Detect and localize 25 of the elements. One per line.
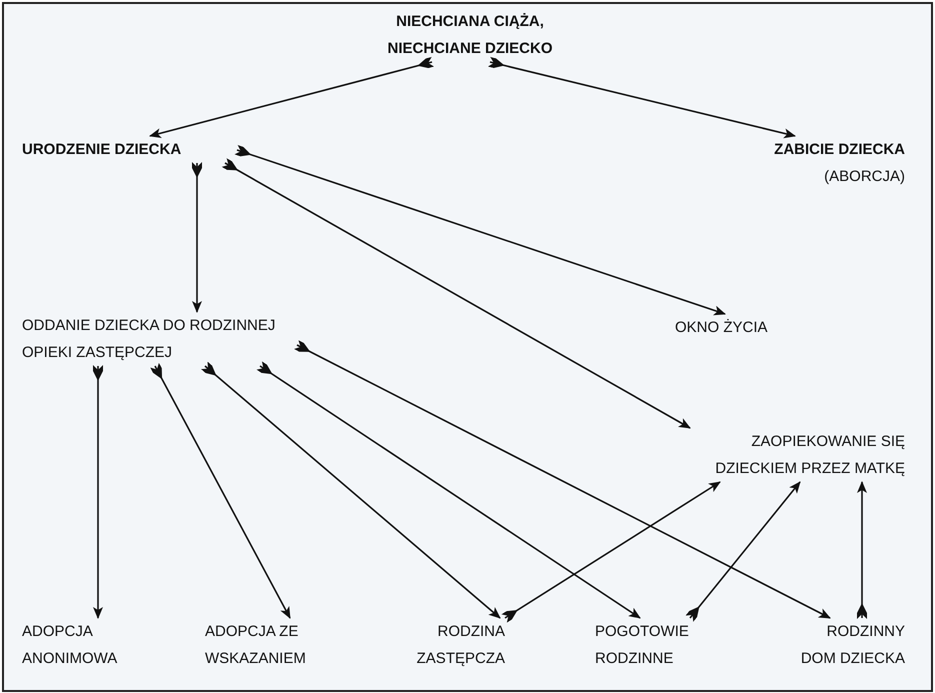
arrow bbox=[150, 362, 291, 619]
node-title: ADOPCJA ANONIMOWA bbox=[22, 622, 118, 669]
arrow bbox=[93, 365, 103, 619]
node-title: URODZENIE DZIECKA bbox=[22, 140, 182, 160]
arrow bbox=[192, 162, 202, 313]
arrow bbox=[294, 340, 831, 619]
node-title: ODDANIE DZIECKA DO RODZINNEJ OPIEKI ZASTĘPCZEJ bbox=[22, 316, 276, 363]
arrow bbox=[234, 144, 726, 316]
node-title: RODZINNY DOM DZIECKA bbox=[800, 622, 905, 669]
arrow bbox=[201, 362, 501, 619]
arrow bbox=[501, 481, 721, 623]
node-title: POGOTOWIE RODZINNE bbox=[595, 622, 690, 669]
arrow bbox=[256, 361, 641, 619]
node-title: RODZINA ZASTĘPCZA bbox=[416, 622, 505, 669]
node-title: ZABICIE DZIECKA bbox=[773, 140, 905, 160]
arrow bbox=[685, 481, 801, 622]
arrow bbox=[222, 158, 691, 429]
arrow bbox=[149, 56, 434, 138]
node-title: ADOPCJA ZE WSKAZANIEM bbox=[205, 622, 307, 669]
node-title: ZAOPIEKOWANIE SIĘ DZIECKIEM PRZEZ MATKĘ bbox=[714, 432, 905, 479]
node-title: OKNO ŻYCIA bbox=[675, 318, 769, 338]
node-title: NIECHCIANA CIĄŻA, NIECHCIANE DZIECKO bbox=[386, 12, 554, 59]
arrow bbox=[488, 56, 796, 138]
node-subtitle: (ABORCJA) bbox=[823, 167, 905, 187]
arrow bbox=[857, 481, 867, 619]
